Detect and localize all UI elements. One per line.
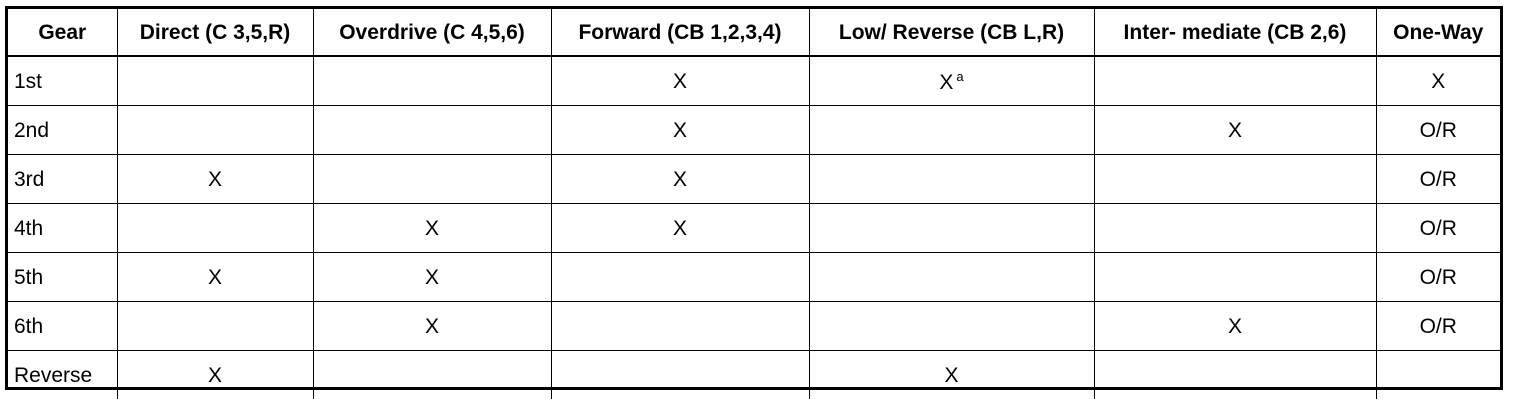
header-row: Gear Direct (C 3,5,R) Overdrive (C 4,5,6…: [8, 9, 1500, 57]
gear-cell: 1st: [8, 55, 118, 106]
clutch-application-table: Gear Direct (C 3,5,R) Overdrive (C 4,5,6…: [8, 9, 1500, 399]
direct-cell: X: [116, 350, 314, 399]
table-row: 2nd X X O/R: [8, 105, 1500, 155]
low-reverse-cell: [808, 105, 1095, 155]
table-row: 4th X X O/R: [8, 203, 1500, 253]
forward-cell: X: [550, 105, 810, 155]
overdrive-cell: [312, 105, 552, 155]
forward-cell: [550, 301, 810, 351]
table-row: Reverse X X: [8, 350, 1500, 399]
direct-cell: X: [116, 252, 314, 302]
one-way-cell: O/R: [1375, 203, 1500, 253]
overdrive-cell: X: [312, 252, 552, 302]
table-row: 3rd X X O/R: [8, 154, 1500, 204]
gear-cell: 3rd: [8, 154, 118, 204]
table-row: 6th X X O/R: [8, 301, 1500, 351]
one-way-cell: X: [1375, 55, 1500, 106]
forward-cell: X: [550, 203, 810, 253]
overdrive-cell: X: [312, 203, 552, 253]
gear-cell: Reverse: [8, 350, 118, 399]
direct-cell: [116, 105, 314, 155]
direct-cell: [116, 301, 314, 351]
one-way-cell: O/R: [1375, 252, 1500, 302]
header-low-reverse: Low/ Reverse (CB L,R): [808, 9, 1095, 57]
gear-cell: 2nd: [8, 105, 118, 155]
header-gear: Gear: [8, 9, 118, 57]
direct-cell: X: [116, 154, 314, 204]
gear-cell: 6th: [8, 301, 118, 351]
intermediate-cell: X: [1093, 105, 1377, 155]
footnote-marker: a: [956, 68, 964, 84]
intermediate-cell: [1093, 203, 1377, 253]
header-intermediate: Inter- mediate (CB 2,6): [1093, 9, 1377, 57]
overdrive-cell: [312, 350, 552, 399]
gear-cell: 5th: [8, 252, 118, 302]
low-reverse-cell: [808, 154, 1095, 204]
header-forward: Forward (CB 1,2,3,4): [550, 9, 810, 57]
low-reverse-cell: [808, 301, 1095, 351]
one-way-cell: O/R: [1375, 301, 1500, 351]
one-way-cell: [1375, 350, 1500, 399]
forward-cell: X: [550, 154, 810, 204]
intermediate-cell: [1093, 252, 1377, 302]
gear-cell: 4th: [8, 203, 118, 253]
header-one-way: One-Way: [1375, 9, 1500, 57]
intermediate-cell: X: [1093, 301, 1377, 351]
header-overdrive: Overdrive (C 4,5,6): [312, 9, 552, 57]
low-reverse-cell: [808, 203, 1095, 253]
clutch-application-table-frame: Gear Direct (C 3,5,R) Overdrive (C 4,5,6…: [5, 6, 1503, 399]
overdrive-cell: X: [312, 301, 552, 351]
overdrive-cell: [312, 154, 552, 204]
one-way-cell: O/R: [1375, 105, 1500, 155]
overdrive-cell: [312, 55, 552, 106]
direct-cell: [116, 55, 314, 106]
intermediate-cell: [1093, 350, 1377, 399]
low-reverse-cell: [808, 252, 1095, 302]
forward-cell: X: [550, 55, 810, 106]
one-way-cell: O/R: [1375, 154, 1500, 204]
direct-cell: [116, 203, 314, 253]
low-reverse-mark: X: [939, 70, 954, 94]
forward-cell: [550, 350, 810, 399]
table-row: 5th X X O/R: [8, 252, 1500, 302]
low-reverse-cell: X: [808, 350, 1095, 399]
header-direct: Direct (C 3,5,R): [116, 9, 314, 57]
forward-cell: [550, 252, 810, 302]
intermediate-cell: [1093, 154, 1377, 204]
intermediate-cell: [1093, 55, 1377, 106]
